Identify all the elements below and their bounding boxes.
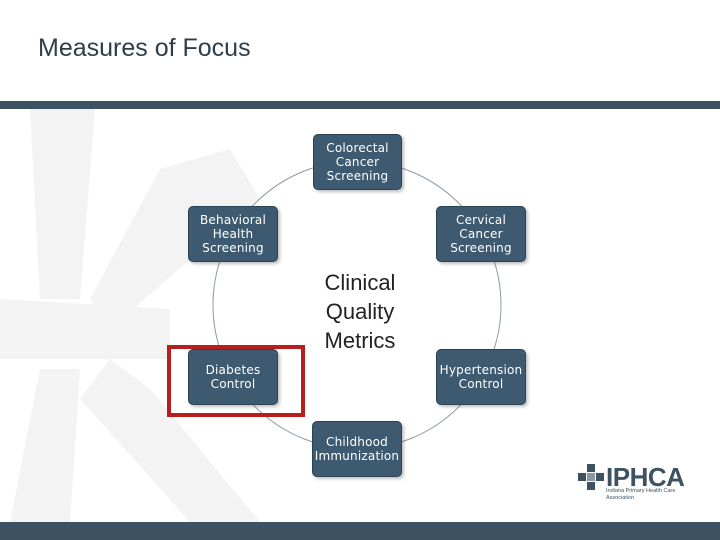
node-childhood-immunization: Childhood Immunization xyxy=(312,421,402,477)
node-behavioral-health-screening: Behavioral Health Screening xyxy=(188,206,278,262)
node-diabetes-control: Diabetes Control xyxy=(188,349,278,405)
logo-wordmark: IPHCA xyxy=(606,462,685,492)
asterisk-watermark-icon xyxy=(0,109,260,522)
iphca-logo: IPHCA Indiana Primary Health Care Associ… xyxy=(578,462,698,504)
diabetes-highlight-box xyxy=(167,345,305,417)
cross-mark-icon xyxy=(578,464,604,490)
logo-tagline: Indiana Primary Health Care Association xyxy=(606,488,676,501)
header-divider-bar xyxy=(0,101,720,109)
node-colorectal-cancer-screening: Colorectal Cancer Screening xyxy=(313,134,402,190)
center-label: Clinical Quality Metrics xyxy=(324,270,396,353)
footer-bar xyxy=(0,522,720,540)
node-cervical-cancer-screening: Cervical Cancer Screening xyxy=(436,206,526,262)
slide-title: Measures of Focus xyxy=(38,34,251,62)
node-hypertension-control: Hypertension Control xyxy=(436,349,526,405)
